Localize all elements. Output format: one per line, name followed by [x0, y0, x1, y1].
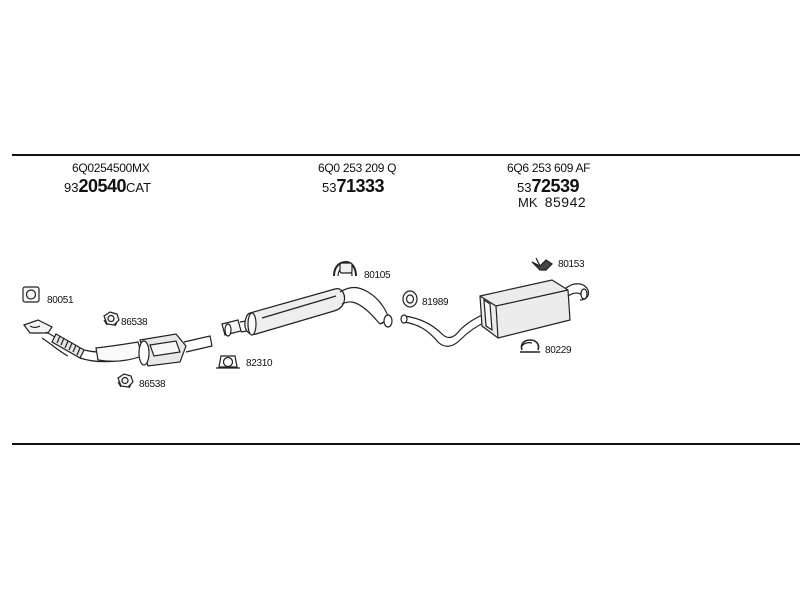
assembly-2-prefix: 53: [322, 180, 337, 195]
assembly-1-prefix: 93: [64, 180, 79, 195]
label-86538-upper: 86538: [121, 317, 148, 328]
label-80229: 80229: [545, 345, 572, 356]
assembly-3-number: 72539: [531, 176, 580, 196]
assembly-1-number: 20540: [78, 176, 127, 196]
label-80105: 80105: [364, 270, 391, 281]
assembly-1-part-number: 9320540CAT: [64, 176, 151, 197]
gasket-80051-icon: [22, 286, 40, 303]
mk-label: MK: [518, 195, 538, 210]
gasket-81989-icon: [402, 290, 418, 308]
hanger-80105-icon: [333, 260, 357, 277]
label-81989: 81989: [422, 297, 449, 308]
assembly-2-number: 71333: [336, 176, 385, 196]
middle-silencer-icon: [221, 286, 393, 337]
bottom-divider: [12, 443, 800, 445]
mk-value: 85942: [544, 194, 587, 210]
assembly-3-part-number: 5372539: [517, 176, 580, 197]
assembly-3-reference: 6Q6 253 609 AF: [507, 161, 591, 175]
label-80051: 80051: [47, 295, 74, 306]
clamp-82310-icon: [216, 355, 240, 369]
top-divider: [12, 154, 800, 156]
nut-86538-upper-icon: [103, 311, 120, 327]
rear-silencer-icon: [400, 279, 590, 347]
label-80153: 80153: [558, 259, 585, 270]
assembly-2-reference: 6Q0 253 209 Q: [318, 161, 397, 175]
assembly-3-mk: MK 85942: [518, 194, 586, 210]
catalytic-converter-downpipe-icon: [23, 319, 213, 367]
label-86538-lower: 86538: [139, 379, 166, 390]
hanger-80229-icon: [520, 339, 540, 353]
label-82310: 82310: [246, 358, 273, 369]
nut-86538-lower-icon: [117, 373, 134, 389]
assembly-1-suffix: CAT: [126, 180, 152, 195]
bracket-80153-icon: [531, 257, 553, 271]
assembly-3-prefix: 53: [517, 180, 532, 195]
assembly-2-part-number: 5371333: [322, 176, 385, 197]
assembly-1-reference: 6Q0254500MX: [72, 161, 150, 175]
